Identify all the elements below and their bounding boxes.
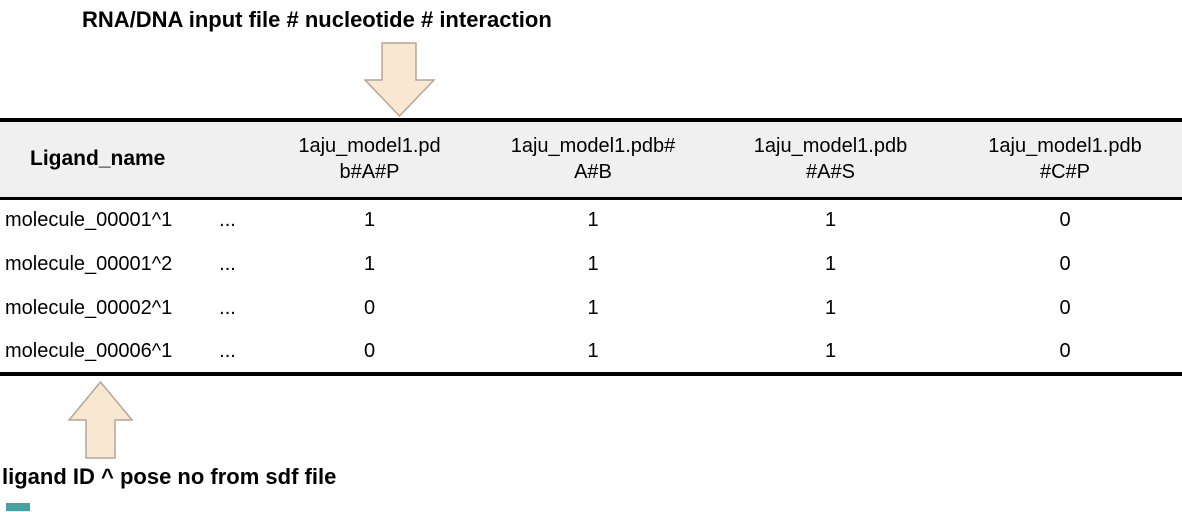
column-header-line: 1aju_model1.pdb bbox=[753, 135, 908, 158]
dots-cell: ... bbox=[219, 339, 236, 362]
column-header-line: b#A#P bbox=[339, 161, 400, 184]
value-cell: 1 bbox=[587, 339, 599, 362]
interaction-table: Ligand_name 1aju_model1.pd b#A#P 1aju_mo… bbox=[0, 118, 1182, 376]
value-cell: 0 bbox=[1059, 296, 1071, 319]
down-arrow-icon bbox=[363, 42, 436, 117]
column-header-3: 1aju_model1.pdb #A#S bbox=[713, 120, 948, 198]
value-cell: 1 bbox=[587, 296, 599, 319]
value-cell: 1 bbox=[363, 209, 376, 232]
teal-artifact bbox=[6, 503, 30, 511]
table-row: molecule_00006^1 ... 0 1 1 0 bbox=[0, 330, 1182, 374]
table-row: molecule_00001^2 ... 1 1 1 0 bbox=[0, 242, 1182, 286]
dots-cell: ... bbox=[219, 252, 236, 275]
dots-cell: ... bbox=[219, 209, 236, 232]
column-header-line: 1aju_model1.pdb bbox=[988, 135, 1142, 158]
value-cell: 1 bbox=[824, 296, 837, 319]
bottom-annotation-label: ligand ID ^ pose no from sdf file bbox=[2, 464, 337, 489]
column-header-1: 1aju_model1.pd b#A#P bbox=[266, 120, 473, 198]
value-cell: 1 bbox=[824, 209, 837, 232]
top-annotation-label: RNA/DNA input file # nucleotide # intera… bbox=[82, 7, 552, 32]
ligand-cell: molecule_00001^1 bbox=[5, 209, 173, 232]
value-cell: 0 bbox=[363, 339, 376, 362]
up-arrow-icon bbox=[67, 381, 134, 459]
value-cell: 1 bbox=[587, 209, 599, 232]
value-cell: 1 bbox=[824, 252, 837, 275]
dots-header bbox=[189, 120, 266, 198]
column-header-2: 1aju_model1.pdb# A#B bbox=[473, 120, 713, 198]
value-cell: 1 bbox=[824, 339, 837, 362]
column-header-line: 1aju_model1.pd bbox=[298, 135, 441, 158]
value-cell: 0 bbox=[1059, 209, 1071, 232]
value-cell: 0 bbox=[1059, 339, 1071, 362]
dots-cell: ... bbox=[219, 296, 236, 319]
table-row: molecule_00001^1 ... 1 1 1 0 bbox=[0, 198, 1182, 242]
column-header-line: A#B bbox=[574, 161, 612, 184]
value-cell: 0 bbox=[363, 296, 376, 319]
table-row: molecule_00002^1 ... 0 1 1 0 bbox=[0, 286, 1182, 330]
column-header-line: #C#P bbox=[1039, 161, 1091, 184]
column-header-line: 1aju_model1.pdb# bbox=[510, 135, 676, 158]
ligand-cell: molecule_00002^1 bbox=[5, 296, 173, 319]
column-header-line: #A#S bbox=[806, 161, 855, 184]
ligand-cell: molecule_00001^2 bbox=[5, 252, 173, 275]
ligand-name-header: Ligand_name bbox=[30, 147, 166, 171]
value-cell: 1 bbox=[363, 252, 376, 275]
header-row: Ligand_name 1aju_model1.pd b#A#P 1aju_mo… bbox=[0, 120, 1182, 198]
column-header-4: 1aju_model1.pdb #C#P bbox=[948, 120, 1182, 198]
ligand-cell: molecule_00006^1 bbox=[5, 339, 173, 362]
value-cell: 0 bbox=[1059, 252, 1071, 275]
value-cell: 1 bbox=[587, 252, 599, 275]
